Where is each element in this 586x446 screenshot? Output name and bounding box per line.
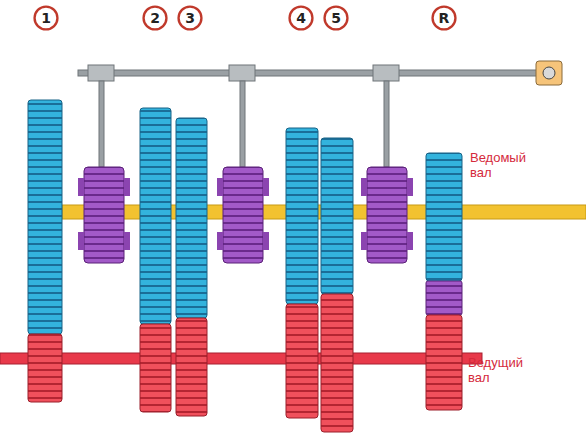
- gear-pair: [28, 100, 462, 432]
- callout-number: 5: [323, 5, 349, 26]
- shift-rod: [78, 70, 540, 76]
- callout-circle: 1: [33, 5, 59, 31]
- callout-number: 3: [177, 5, 203, 26]
- callout-circle: R: [431, 5, 457, 31]
- shaft-label: Ведущий вал: [468, 355, 530, 385]
- shift-lever-knob: [536, 61, 562, 85]
- callout-number: R: [431, 5, 457, 26]
- callout-number: 2: [142, 5, 168, 26]
- callout-circle: 2: [142, 5, 168, 31]
- callout-circle: 4: [288, 5, 314, 31]
- callout-circle: 5: [323, 5, 349, 31]
- shaft-label: Ведомый вал: [470, 150, 532, 180]
- callout-number: 4: [288, 5, 314, 26]
- driving-shaft: [0, 353, 482, 364]
- callout-number: 1: [33, 5, 59, 26]
- callout-circle: 3: [177, 5, 203, 31]
- synchronizer: [78, 167, 413, 263]
